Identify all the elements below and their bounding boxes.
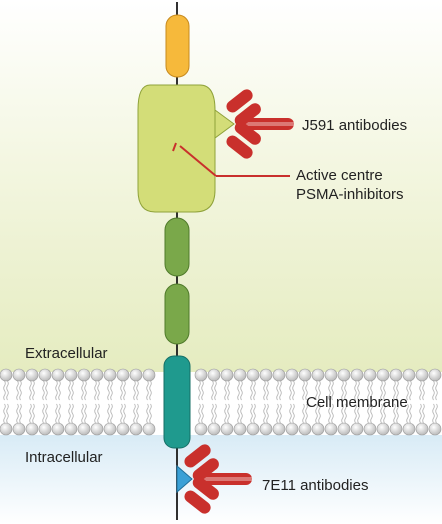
j591-antibody-icon bbox=[226, 89, 294, 159]
green-domain-upper bbox=[164, 217, 190, 277]
7e11-label: 7E11 antibodies bbox=[262, 477, 368, 494]
j591-label: J591 antibodies bbox=[302, 117, 407, 134]
7e11-epitope bbox=[176, 464, 193, 494]
inhibitor-marker-icon bbox=[172, 142, 290, 177]
apical-domain bbox=[165, 14, 190, 78]
extracellular-label: Extracellular bbox=[25, 345, 108, 362]
transmembrane-domain bbox=[163, 355, 191, 449]
intracellular-label: Intracellular bbox=[25, 449, 103, 466]
j591-epitope bbox=[214, 109, 235, 139]
green-domain-lower bbox=[164, 283, 190, 345]
7e11-antibody-icon bbox=[184, 444, 252, 514]
catalytic-domain bbox=[137, 84, 216, 213]
active-centre-label: Active centre bbox=[296, 167, 383, 184]
cell-membrane-label: Cell membrane bbox=[306, 394, 408, 411]
psma-inhibitors-label: PSMA-inhibitors bbox=[296, 186, 404, 203]
lipid-bilayer-icon bbox=[0, 368, 442, 436]
extracellular-region bbox=[0, 0, 442, 372]
